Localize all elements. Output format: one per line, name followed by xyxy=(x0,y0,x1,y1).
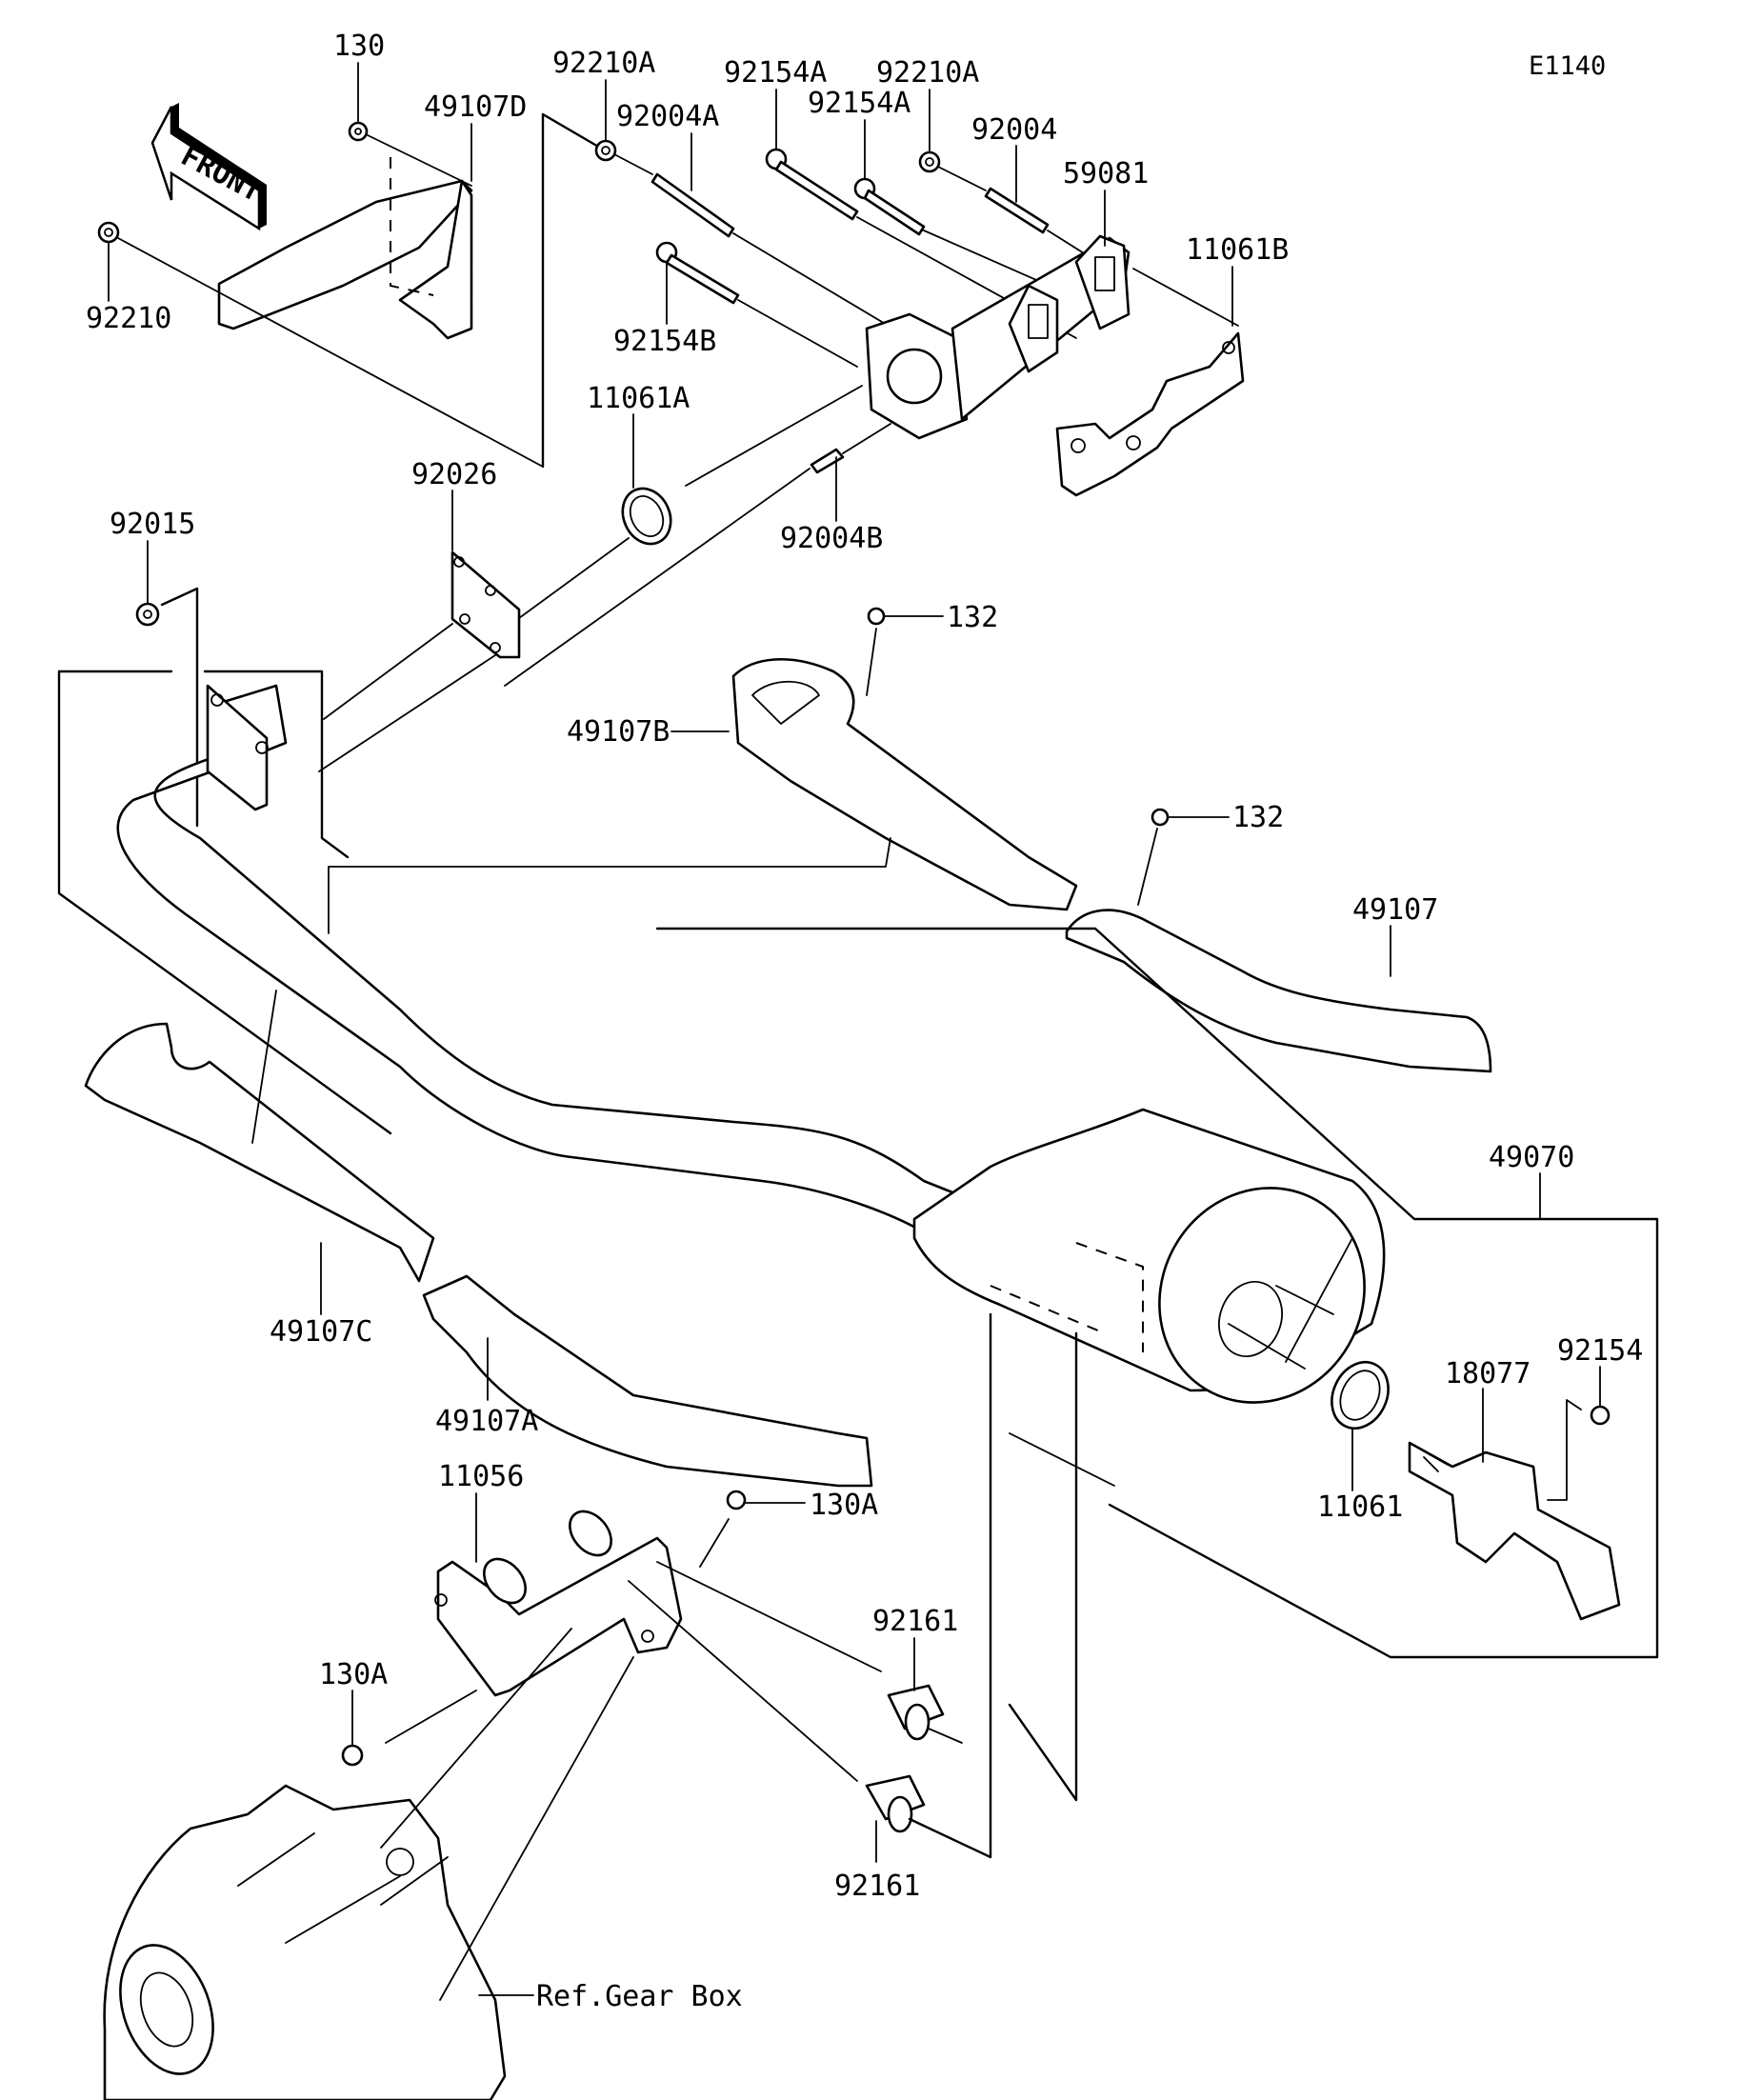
label-92161-1: 92161 xyxy=(872,1605,958,1638)
nut-92210A-2[interactable] xyxy=(918,150,941,173)
gasket-11061[interactable] xyxy=(1321,1353,1398,1438)
label-130: 130 xyxy=(333,30,385,63)
label-132-1: 132 xyxy=(947,601,998,634)
label-92004A: 92004A xyxy=(616,100,719,133)
nut-92015[interactable] xyxy=(135,602,160,627)
label-11061: 11061 xyxy=(1317,1490,1403,1524)
label-11061B: 11061B xyxy=(1186,233,1289,267)
bolt-92154A-2[interactable] xyxy=(853,177,926,236)
gasket-11061A[interactable] xyxy=(614,481,680,552)
label-18077: 18077 xyxy=(1445,1357,1531,1390)
label-59081: 59081 xyxy=(1063,157,1149,190)
bolt-130[interactable] xyxy=(348,121,369,142)
bushing-92161-2[interactable] xyxy=(865,1774,926,1833)
label-92004B: 92004B xyxy=(780,522,883,555)
bolt-92154[interactable] xyxy=(1590,1405,1611,1426)
heat-guard-49107[interactable] xyxy=(1065,909,1492,1073)
label-49070: 49070 xyxy=(1489,1141,1574,1174)
label-49107C: 49107C xyxy=(270,1315,372,1349)
label-132-2: 132 xyxy=(1232,801,1284,834)
label-49107A: 49107A xyxy=(435,1405,538,1438)
gear-box-reference xyxy=(103,1784,507,2100)
bolt-132-2[interactable] xyxy=(1151,808,1170,827)
gasket-92026[interactable] xyxy=(450,550,521,659)
bushing-92161-1[interactable] xyxy=(887,1684,945,1741)
label-49107B: 49107B xyxy=(567,715,670,749)
label-130A-1: 130A xyxy=(810,1489,878,1522)
diagram-code: E1140 xyxy=(1529,51,1606,81)
bolt-92154A-1[interactable] xyxy=(765,148,859,221)
bracket-11056[interactable] xyxy=(434,1504,683,1697)
label-92154: 92154 xyxy=(1557,1334,1643,1368)
label-92154A-1: 92154A xyxy=(724,56,827,90)
label-11061A: 11061A xyxy=(587,382,690,415)
label-92154A-2: 92154A xyxy=(808,87,911,120)
heat-guard-49107A[interactable] xyxy=(422,1274,873,1488)
label-130A-2: 130A xyxy=(319,1658,388,1691)
label-92015: 92015 xyxy=(110,508,195,541)
label-92210A-2: 92210A xyxy=(876,56,979,90)
stud-92004B[interactable] xyxy=(810,448,845,474)
muffler-49070[interactable] xyxy=(912,1108,1403,1440)
label-49107D: 49107D xyxy=(424,90,527,124)
label-92004: 92004 xyxy=(971,113,1057,147)
heat-guard-49107D[interactable] xyxy=(217,157,473,340)
label-92161-2: 92161 xyxy=(834,1870,920,1903)
nut-92210A-1[interactable] xyxy=(594,139,617,162)
bolt-132-1[interactable] xyxy=(867,607,886,626)
bolt-130A-1[interactable] xyxy=(726,1490,747,1510)
label-92210A-1: 92210A xyxy=(552,47,655,80)
label-11056: 11056 xyxy=(438,1460,524,1493)
gasket-11061B[interactable] xyxy=(1055,331,1245,497)
nut-92210[interactable] xyxy=(97,221,120,244)
label-ref-gear-box: Ref.Gear Box xyxy=(536,1980,743,2013)
exhaust-manifold-59081[interactable] xyxy=(865,234,1131,440)
bolt-92154B[interactable] xyxy=(655,241,740,305)
front-arrow-icon: FRONT xyxy=(150,103,267,231)
heat-guard-49107C[interactable] xyxy=(84,1022,435,1283)
part-labels: 130 49107D 92210 92210A 92004A 92154A 92… xyxy=(86,30,1643,2013)
label-49107: 49107 xyxy=(1352,893,1438,927)
stud-92004[interactable] xyxy=(984,187,1050,234)
label-92210: 92210 xyxy=(86,302,171,335)
heat-guard-49107B[interactable] xyxy=(731,657,1078,911)
bolt-130A-2[interactable] xyxy=(341,1744,364,1767)
label-92026: 92026 xyxy=(411,458,497,491)
tail-pipe-18077[interactable] xyxy=(1408,1441,1621,1621)
stud-92004A[interactable] xyxy=(650,172,735,238)
label-92154B: 92154B xyxy=(613,325,716,358)
